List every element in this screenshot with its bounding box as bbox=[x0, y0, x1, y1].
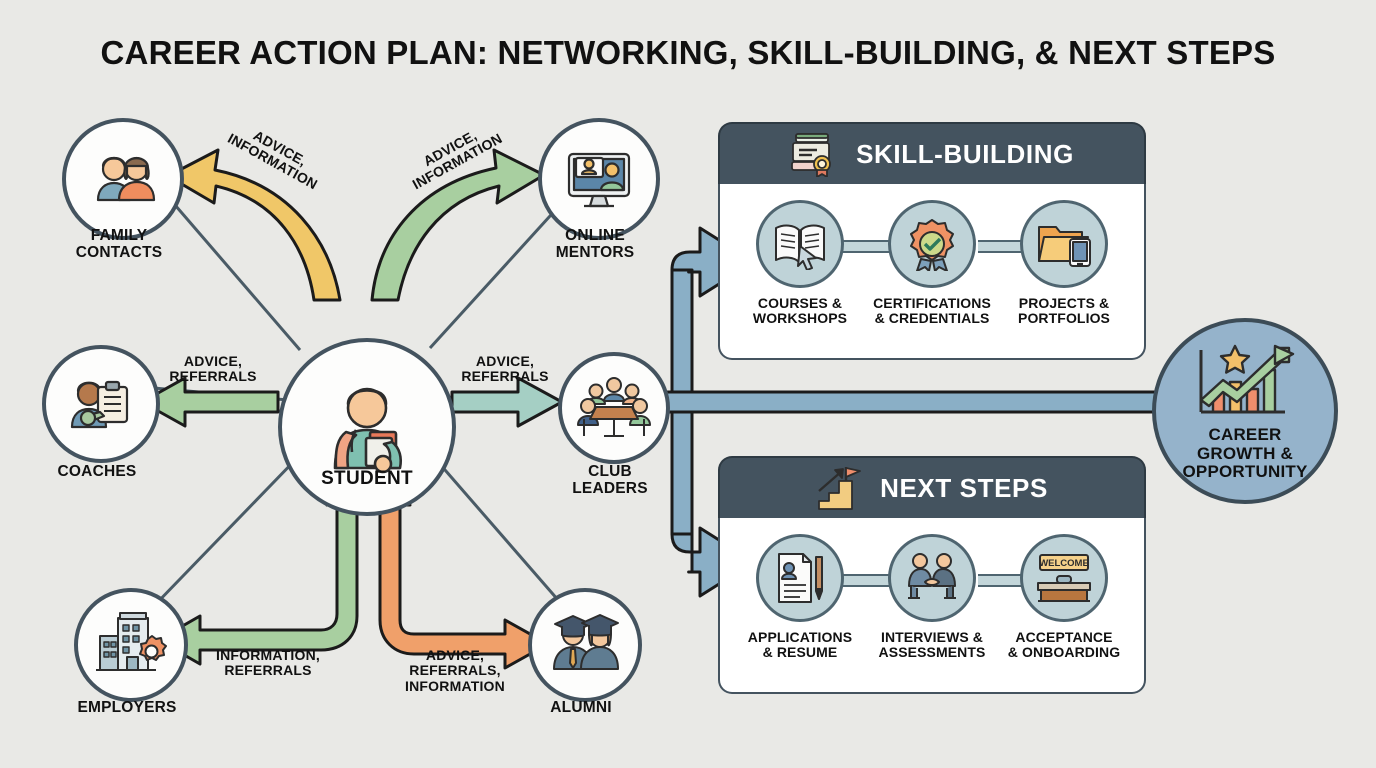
student-icon bbox=[333, 387, 403, 474]
arrow-student-to-coaches bbox=[140, 376, 280, 428]
meeting-icon bbox=[577, 377, 651, 437]
node-coaches[interactable] bbox=[42, 345, 160, 463]
node-label-online-mentors: ONLINE MENTORS bbox=[555, 227, 635, 261]
step-label: PROJECTS & PORTFOLIOS bbox=[1018, 295, 1110, 327]
node-employers[interactable] bbox=[74, 588, 188, 702]
panel-title-next-steps: NEXT STEPS bbox=[880, 472, 1048, 503]
step-interviews-assessments[interactable]: INTERVIEWS & ASSESSMENTS bbox=[871, 534, 993, 660]
page-title: CAREER ACTION PLAN: NETWORKING, SKILL-BU… bbox=[100, 34, 1276, 71]
graduates-icon bbox=[553, 614, 619, 670]
step-courses-workshops[interactable]: COURSES & WORKSHOPS bbox=[739, 200, 861, 326]
stairs-flag-icon bbox=[818, 467, 861, 510]
office-building-icon bbox=[96, 612, 167, 671]
step-label: CERTIFICATIONS & CREDENTIALS bbox=[873, 295, 991, 327]
step-applications-resume[interactable]: APPLICATIONS & RESUME bbox=[739, 534, 861, 660]
node-label-student: STUDENT bbox=[321, 468, 413, 489]
step-icon-wrap bbox=[888, 200, 976, 288]
step-label: ACCEPTANCE & ONBOARDING bbox=[1007, 629, 1121, 661]
panel-title-skill-building: SKILL-BUILDING bbox=[856, 138, 1074, 169]
folder-tablet-icon bbox=[1038, 226, 1091, 267]
step-icon-wrap bbox=[888, 534, 976, 622]
step-acceptance-onboarding[interactable]: WELCOME ACCEPTANCE & ONBOARDING bbox=[1003, 534, 1125, 660]
goal-label: CAREER GROWTH & OPPORTUNITY bbox=[1182, 425, 1308, 482]
panel-header-next-steps: NEXT STEPS bbox=[718, 456, 1146, 518]
welcome-desk-icon: WELCOME bbox=[1037, 554, 1091, 602]
step-label: APPLICATIONS & RESUME bbox=[747, 629, 853, 661]
node-online-mentors[interactable] bbox=[538, 118, 660, 240]
step-icon-wrap bbox=[1020, 200, 1108, 288]
coach-icon bbox=[70, 380, 129, 429]
step-icon-wrap bbox=[756, 200, 844, 288]
edge-label-club: ADVICE, REFERRALS bbox=[461, 353, 549, 385]
panel-header-skill-building: SKILL-BUILDING bbox=[718, 122, 1146, 184]
welcome-sign-text: WELCOME bbox=[1039, 558, 1089, 569]
node-label-family-contacts: FAMILY CONTACTS bbox=[75, 227, 163, 261]
open-book-cursor-icon bbox=[775, 224, 825, 270]
panel-skill-building: SKILL-BUILDING bbox=[718, 122, 1146, 360]
node-family-contacts[interactable] bbox=[62, 118, 184, 240]
node-label-employers: EMPLOYERS bbox=[77, 699, 177, 716]
step-label: COURSES & WORKSHOPS bbox=[752, 295, 848, 327]
growth-chart-star-icon bbox=[1199, 344, 1295, 414]
step-label: INTERVIEWS & ASSESSMENTS bbox=[878, 629, 986, 661]
step-projects-portfolios[interactable]: PROJECTS & PORTFOLIOS bbox=[1003, 200, 1125, 326]
books-certificate-icon bbox=[791, 133, 831, 177]
node-label-coaches: COACHES bbox=[57, 463, 137, 480]
step-icon-wrap: WELCOME bbox=[1020, 534, 1108, 622]
award-badge-icon bbox=[910, 219, 954, 271]
node-club-leaders[interactable] bbox=[558, 352, 670, 464]
edge-label-alumni: ADVICE, REFERRALS, INFORMATION bbox=[405, 647, 505, 694]
node-label-club-leaders: CLUB LEADERS bbox=[572, 463, 648, 497]
panel-body-skill-building: COURSES & WORKSHOPS CERTIFICATIONS & bbox=[718, 184, 1146, 360]
edge-label-employers: INFORMATION, REFERRALS bbox=[215, 647, 321, 679]
step-icon-wrap bbox=[756, 534, 844, 622]
panel-next-steps: NEXT STEPS bbox=[718, 456, 1146, 694]
node-alumni[interactable] bbox=[528, 588, 642, 702]
family-icon bbox=[96, 156, 156, 202]
edge-label-coaches: ADVICE, REFERRALS bbox=[169, 353, 257, 385]
step-certifications-credentials[interactable]: CERTIFICATIONS & CREDENTIALS bbox=[871, 200, 993, 326]
video-call-icon bbox=[567, 152, 631, 208]
goal-career-growth[interactable]: CAREER GROWTH & OPPORTUNITY bbox=[1152, 318, 1338, 504]
panel-body-next-steps: APPLICATIONS & RESUME bbox=[718, 518, 1146, 694]
resume-pen-icon bbox=[778, 553, 823, 603]
handshake-interview-icon bbox=[908, 553, 956, 599]
node-student[interactable]: STUDENT bbox=[278, 338, 456, 516]
node-label-alumni: ALUMNI bbox=[550, 699, 612, 716]
arrow-student-to-club bbox=[450, 376, 564, 428]
